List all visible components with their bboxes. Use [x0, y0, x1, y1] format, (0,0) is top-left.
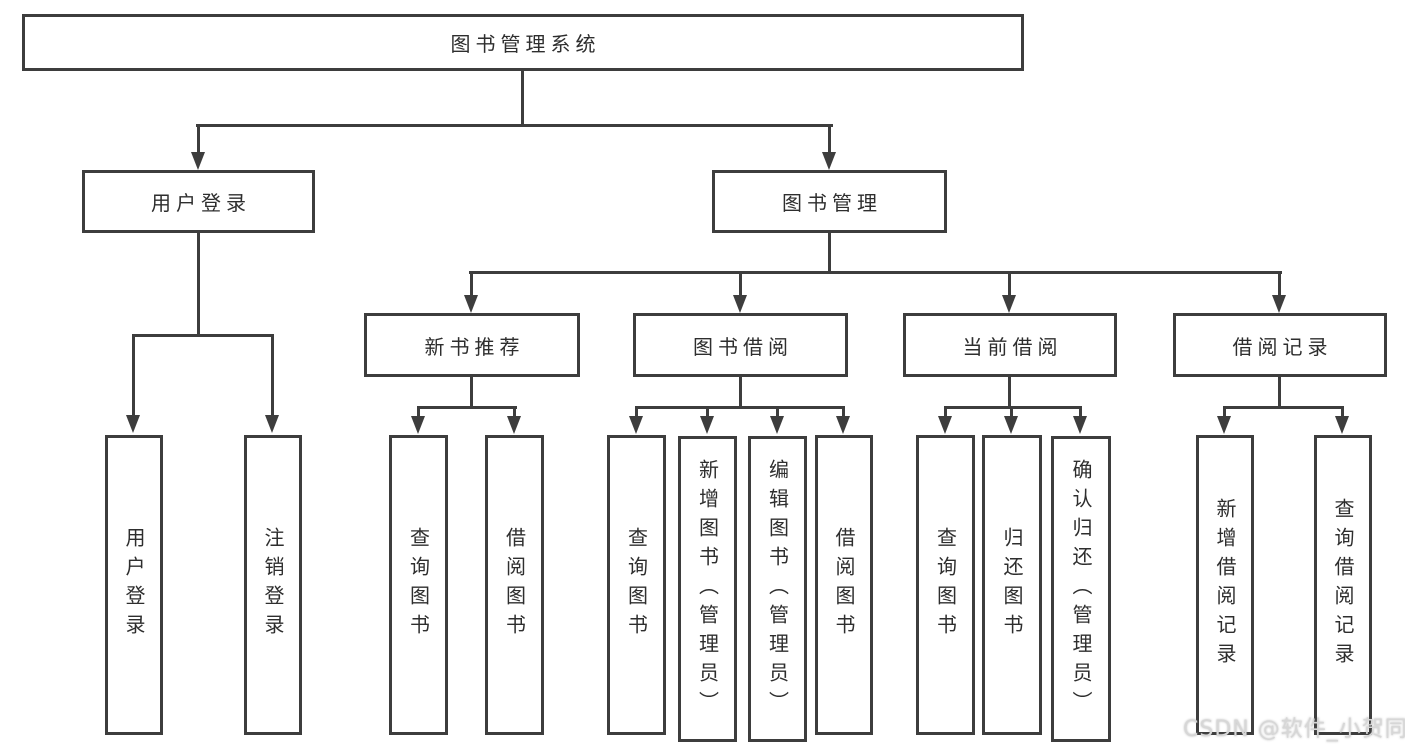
connector-line — [271, 334, 274, 416]
leaf-confirm-return-admin-label: 确认归还（管理员） — [1069, 458, 1093, 720]
arrowhead-down — [822, 152, 836, 170]
connector-line — [469, 271, 1282, 274]
leaf-query-books-2: 查询图书 — [607, 435, 666, 735]
arrowhead-down — [1004, 416, 1018, 434]
arrowhead-down — [938, 416, 952, 434]
connector-line — [635, 406, 638, 418]
leaf-logout: 注销登录 — [244, 435, 302, 735]
node-book-borrow: 图书借阅 — [633, 313, 848, 377]
arrowhead-down — [411, 416, 425, 434]
connector-line — [417, 406, 420, 418]
arrowhead-down — [1335, 416, 1349, 434]
node-user-login: 用户登录 — [82, 170, 315, 233]
connector-line — [470, 271, 473, 296]
connector-line — [132, 334, 135, 416]
leaf-query-books-1-label: 查询图书 — [406, 527, 431, 643]
leaf-return-books-label: 归还图书 — [1000, 527, 1024, 643]
leaf-borrow-books-1: 借阅图书 — [485, 435, 544, 735]
connector-line — [1223, 406, 1226, 418]
leaf-user-login: 用户登录 — [105, 435, 163, 735]
connector-line — [828, 233, 831, 274]
connector-line — [1008, 271, 1011, 296]
connector-line — [417, 406, 517, 409]
leaf-query-books-3-label: 查询图书 — [933, 527, 958, 643]
node-new-book-recommend: 新书推荐 — [364, 313, 580, 377]
connector-line — [1079, 406, 1082, 418]
arrowhead-down — [191, 152, 205, 170]
arrowhead-down — [464, 295, 478, 313]
node-book-management: 图书管理 — [712, 170, 947, 233]
arrowhead-down — [507, 416, 521, 434]
connector-line — [513, 406, 516, 418]
arrowhead-down — [770, 416, 784, 434]
connector-line — [776, 406, 779, 418]
connector-line — [197, 233, 200, 337]
node-current-borrow: 当前借阅 — [903, 313, 1117, 377]
leaf-logout-label: 注销登录 — [261, 527, 285, 643]
arrowhead-down — [1002, 295, 1016, 313]
node-borrow-records: 借阅记录 — [1173, 313, 1387, 377]
leaf-query-books-1: 查询图书 — [389, 435, 448, 735]
connector-line — [1341, 406, 1344, 418]
connector-line — [828, 124, 831, 153]
arrowhead-down — [733, 295, 747, 313]
connector-line — [470, 377, 473, 409]
connector-line — [1010, 406, 1013, 418]
connector-line — [197, 124, 200, 153]
leaf-query-borrow-record: 查询借阅记录 — [1314, 435, 1372, 735]
leaf-user-login-label: 用户登录 — [122, 527, 146, 643]
connector-line — [1223, 406, 1344, 409]
leaf-query-books-2-label: 查询图书 — [624, 527, 649, 643]
csdn-watermark: CSDN @软件_小贺同学 — [1183, 717, 1405, 742]
leaf-add-borrow-record-label: 新增借阅记录 — [1213, 498, 1237, 672]
connector-line — [944, 406, 947, 418]
leaf-borrow-books-2-label: 借阅图书 — [832, 527, 856, 643]
leaf-add-books-admin-label: 新增图书（管理员） — [695, 458, 720, 720]
arrowhead-down — [1272, 295, 1286, 313]
node-library-system: 图书管理系统 — [22, 14, 1024, 71]
arrowhead-down — [836, 416, 850, 434]
leaf-query-borrow-record-label: 查询借阅记录 — [1331, 498, 1355, 672]
connector-line — [842, 406, 845, 418]
connector-line — [739, 271, 742, 296]
connector-line — [706, 406, 709, 418]
leaf-query-books-3: 查询图书 — [916, 435, 975, 735]
connector-line — [521, 69, 524, 126]
arrowhead-down — [265, 415, 279, 433]
connector-line — [1278, 271, 1281, 296]
connector-line — [635, 406, 845, 409]
arrowhead-down — [629, 416, 643, 434]
leaf-return-books: 归还图书 — [982, 435, 1042, 735]
connector-line — [1008, 377, 1011, 409]
arrowhead-down — [126, 415, 140, 433]
leaf-edit-books-admin: 编辑图书（管理员） — [748, 436, 807, 742]
arrowhead-down — [1073, 416, 1087, 434]
arrowhead-down — [1217, 416, 1231, 434]
leaf-edit-books-admin-label: 编辑图书（管理员） — [765, 458, 790, 720]
connector-line — [1278, 377, 1281, 409]
connector-line — [944, 406, 1082, 409]
leaf-add-books-admin: 新增图书（管理员） — [678, 436, 737, 742]
connector-line — [739, 377, 742, 409]
leaf-borrow-books-2: 借阅图书 — [815, 435, 873, 735]
connector-line — [196, 124, 833, 127]
arrowhead-down — [700, 416, 714, 434]
leaf-add-borrow-record: 新增借阅记录 — [1196, 435, 1254, 735]
leaf-borrow-books-1-label: 借阅图书 — [502, 527, 527, 643]
leaf-confirm-return-admin: 确认归还（管理员） — [1051, 436, 1111, 742]
connector-line — [132, 334, 274, 337]
